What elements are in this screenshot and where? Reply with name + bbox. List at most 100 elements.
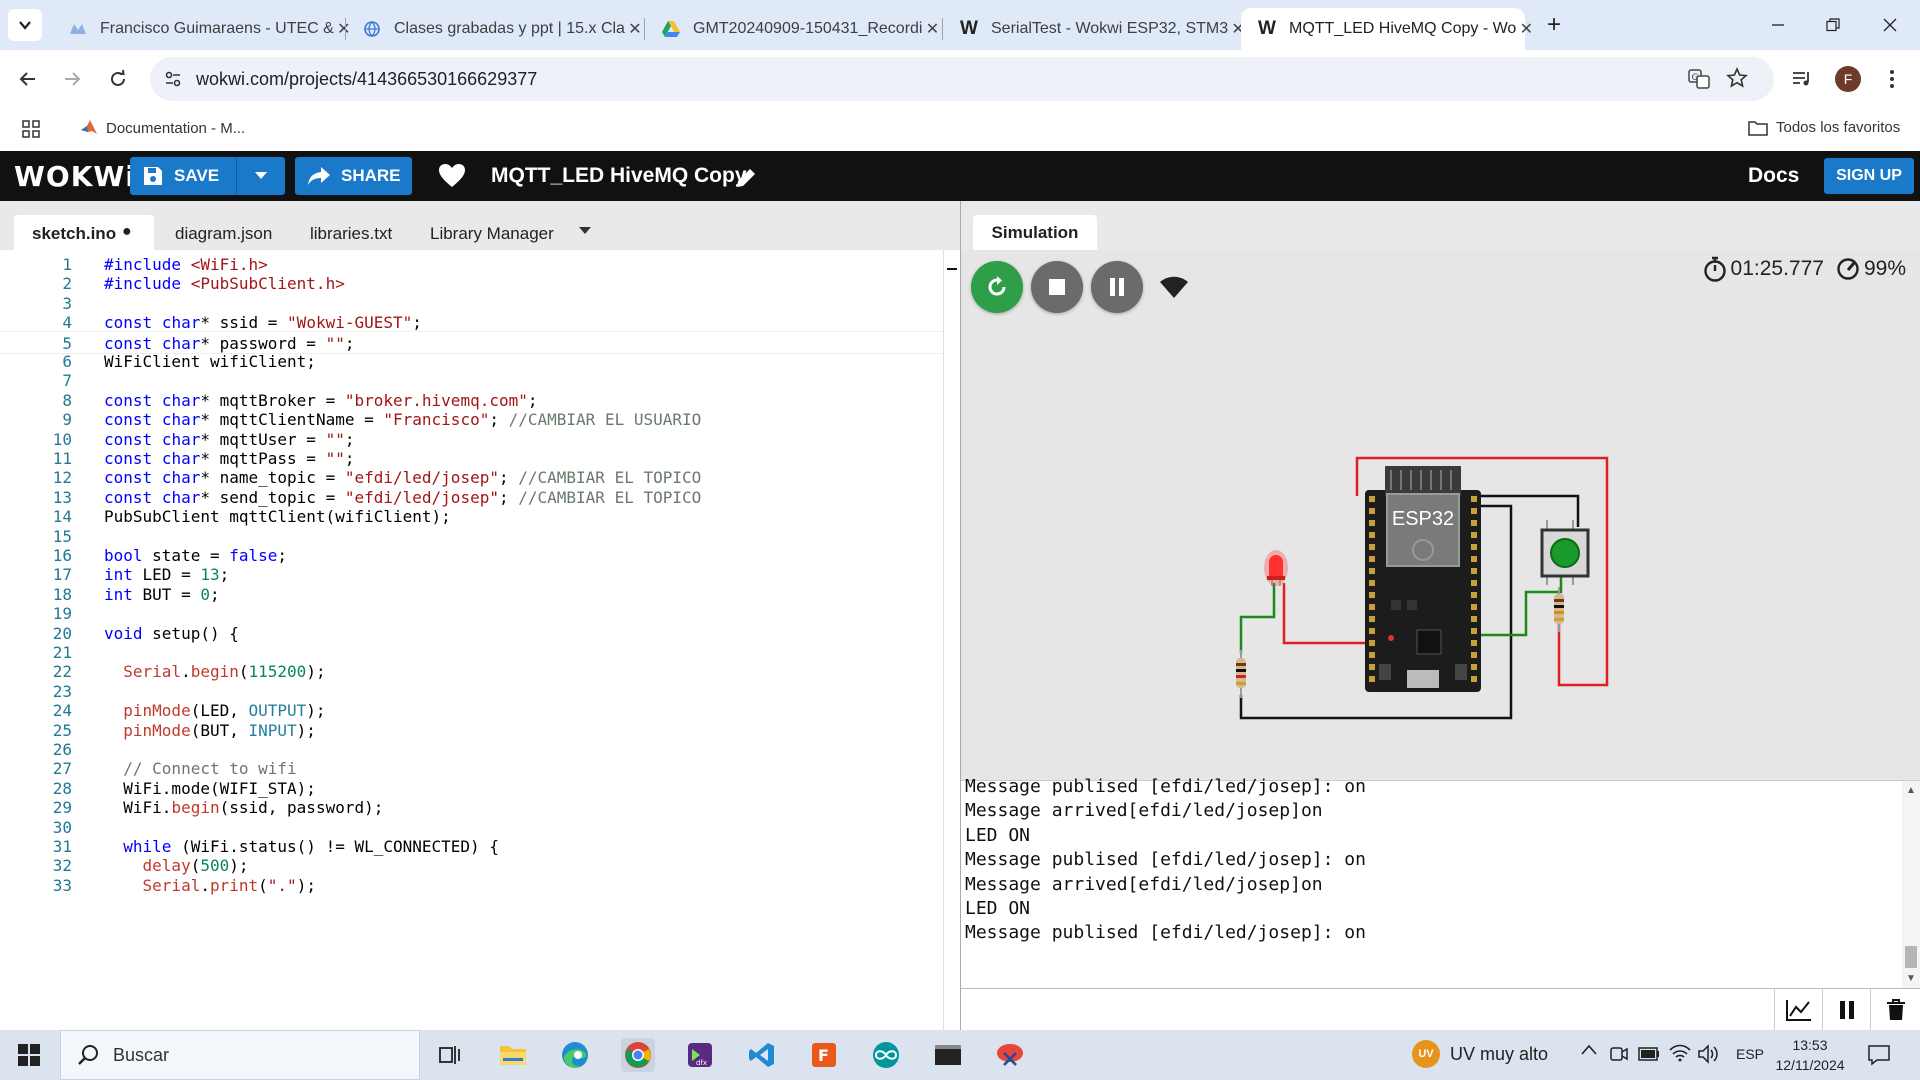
restart-simulation-button[interactable]: [971, 261, 1023, 313]
profile-avatar[interactable]: F: [1832, 63, 1864, 95]
reload-button[interactable]: [102, 63, 134, 95]
stop-simulation-button[interactable]: [1031, 261, 1083, 313]
code-line[interactable]: 7: [0, 369, 944, 393]
new-tab-button[interactable]: +: [1546, 11, 1561, 38]
close-icon[interactable]: ✕: [628, 21, 642, 38]
resistor-button[interactable]: [1554, 587, 1564, 632]
volume-icon[interactable]: [1698, 1044, 1720, 1064]
snipping-tool-button[interactable]: [993, 1038, 1027, 1072]
esp32-board[interactable]: ESP32: [1365, 466, 1481, 692]
code-line[interactable]: 23: [0, 680, 944, 704]
back-button[interactable]: [12, 63, 44, 95]
fritzing-button[interactable]: F: [807, 1038, 841, 1072]
pause-serial-button[interactable]: [1822, 989, 1870, 1031]
code-line[interactable]: 3: [0, 292, 944, 316]
code-editor[interactable]: 1#include <WiFi.h>2#include <PubSubClien…: [0, 250, 960, 1030]
tab-sketch-ino[interactable]: sketch.ino ●: [14, 215, 154, 250]
weather-widget[interactable]: UV UV muy alto: [1412, 1040, 1548, 1068]
arduino-button[interactable]: [869, 1038, 903, 1072]
task-view-button[interactable]: [433, 1038, 467, 1072]
chrome-button[interactable]: [621, 1038, 655, 1072]
editor-scrollbar[interactable]: [943, 250, 960, 1030]
signup-button[interactable]: SIGN UP: [1824, 158, 1914, 194]
close-icon[interactable]: ✕: [925, 21, 940, 38]
notifications-icon[interactable]: [1868, 1044, 1890, 1066]
green-pushbutton[interactable]: [1540, 520, 1590, 585]
code-line[interactable]: 33 Serial.print(".");: [0, 874, 944, 898]
code-line[interactable]: 32 delay(500);: [0, 854, 944, 878]
tab-library-manager[interactable]: Library Manager: [430, 224, 554, 243]
language-indicator[interactable]: ESP: [1736, 1046, 1765, 1062]
panel-divider[interactable]: [960, 201, 961, 1030]
share-button[interactable]: SHARE: [295, 157, 412, 195]
all-bookmarks[interactable]: Todos los favoritos: [1748, 119, 1900, 136]
pencil-icon[interactable]: [734, 166, 758, 190]
apps-grid-icon[interactable]: [22, 120, 40, 138]
clear-serial-button[interactable]: [1870, 989, 1920, 1031]
serial-scrollbar[interactable]: ▲ ▼: [1902, 781, 1920, 989]
star-icon[interactable]: [1726, 66, 1748, 89]
tab-search-button[interactable]: [8, 9, 42, 41]
browser-tab-0[interactable]: Francisco Guimaraens - UTEC & ✕: [52, 8, 351, 50]
code-line[interactable]: 2#include <PubSubClient.h>: [0, 272, 944, 296]
code-line[interactable]: 29 WiFi.begin(ssid, password);: [0, 796, 944, 820]
edge-button[interactable]: [558, 1038, 592, 1072]
terminal-button[interactable]: [931, 1038, 965, 1072]
taskbar-search[interactable]: Buscar: [60, 1030, 420, 1080]
url-text[interactable]: wokwi.com/projects/414366530166629377: [196, 69, 538, 89]
code-line[interactable]: 22 Serial.begin(115200);: [0, 660, 944, 684]
code-line[interactable]: 28 WiFi.mode(WIFI_STA);: [0, 777, 944, 801]
code-line[interactable]: 19: [0, 602, 944, 626]
scroll-up-icon[interactable]: ▲: [1906, 785, 1916, 796]
save-button[interactable]: SAVE: [130, 157, 285, 195]
browser-tab-1[interactable]: Clases grabadas y ppt | 15.x Cla ✕: [346, 8, 642, 50]
red-led[interactable]: [1264, 550, 1288, 586]
code-line[interactable]: 26: [0, 738, 944, 762]
system-clock[interactable]: 13:53 12/11/2024: [1768, 1035, 1852, 1075]
site-info-icon[interactable]: [164, 70, 182, 88]
forward-button[interactable]: [56, 63, 88, 95]
docs-link[interactable]: Docs: [1748, 164, 1800, 187]
wifi-network-icon[interactable]: [1669, 1044, 1691, 1062]
battery-icon[interactable]: [1638, 1047, 1660, 1061]
close-icon[interactable]: ✕: [1519, 21, 1533, 38]
translate-icon[interactable]: G: [1688, 68, 1710, 90]
tab-diagram-json[interactable]: diagram.json: [175, 224, 273, 243]
start-button[interactable]: [12, 1038, 46, 1072]
code-line[interactable]: 31 while (WiFi.status() != WL_CONNECTED)…: [0, 835, 944, 859]
code-line[interactable]: 30: [0, 816, 944, 840]
wokwi-logo[interactable]: WOKWi: [14, 160, 136, 193]
chevron-up-icon[interactable]: [1581, 1044, 1597, 1056]
code-line[interactable]: 25 pinMode(BUT, INPUT);: [0, 719, 944, 743]
tab-libraries-txt[interactable]: libraries.txt: [310, 224, 393, 243]
media-controls-button[interactable]: [1786, 63, 1818, 95]
circuit-diagram[interactable]: ESP32: [961, 250, 1920, 780]
omnibox[interactable]: wokwi.com/projects/414366530166629377 G: [150, 57, 1774, 101]
code-line[interactable]: 15: [0, 525, 944, 549]
simulation-canvas[interactable]: ESP32: [961, 250, 1920, 780]
browser-tab-3[interactable]: W SerialTest - Wokwi ESP32, STM3 ✕: [943, 8, 1245, 50]
tabs-dropdown-icon[interactable]: [578, 226, 592, 236]
code-line[interactable]: 24 pinMode(LED, OUTPUT);: [0, 699, 944, 723]
vscode-button[interactable]: [745, 1038, 779, 1072]
minimize-button[interactable]: [1763, 10, 1793, 40]
caret-down-icon[interactable]: [254, 171, 268, 181]
pause-simulation-button[interactable]: [1091, 261, 1143, 313]
serial-input[interactable]: [961, 989, 1774, 1031]
browser-tab-2[interactable]: GMT20240909-150431_Recordi ✕: [645, 8, 941, 50]
close-icon[interactable]: ✕: [337, 21, 351, 38]
scroll-thumb[interactable]: [947, 268, 957, 270]
dfx-app-button[interactable]: dfx: [683, 1038, 717, 1072]
heart-icon[interactable]: [438, 163, 466, 189]
browser-menu-button[interactable]: [1876, 63, 1908, 95]
